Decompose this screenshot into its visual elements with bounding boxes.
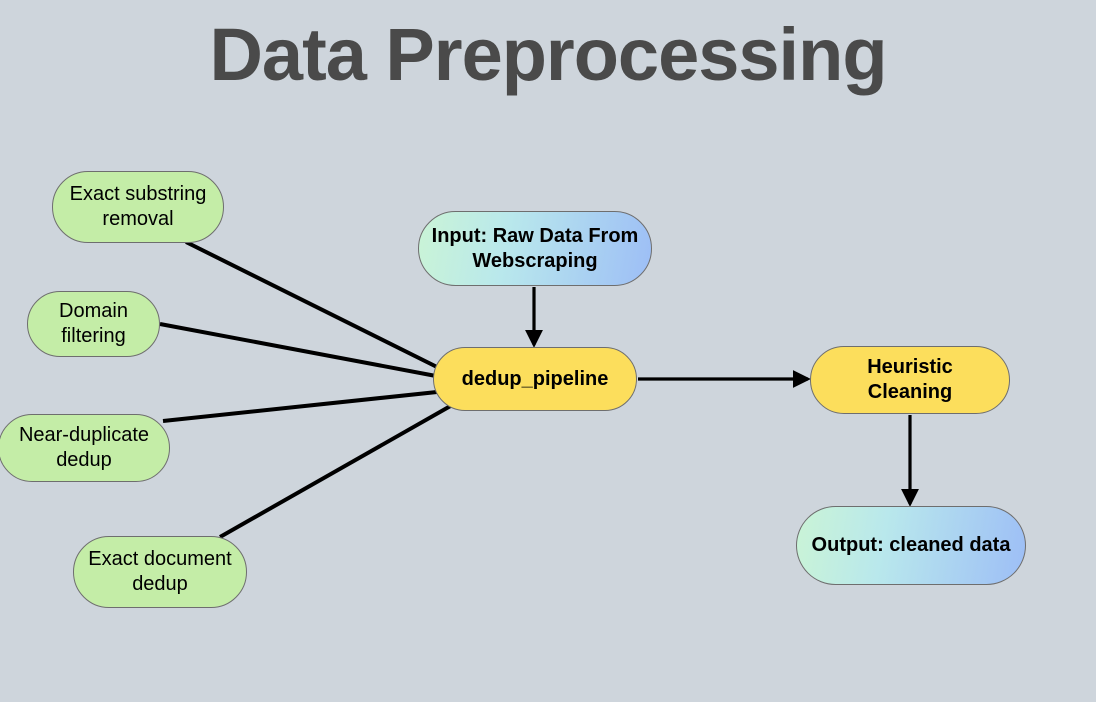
node-label-dedup_pipeline: dedup_pipeline [461,367,609,390]
node-input_raw_data[interactable]: Input: Raw Data From Webscraping [418,211,652,286]
node-label-domain_filtering: Domain filtering [59,300,128,347]
node-label-input_raw_data: Input: Raw Data From Webscraping [431,224,639,272]
node-domain_filtering[interactable]: Domain filtering [27,291,160,357]
node-exact_substring_removal[interactable]: Exact substring removal [52,171,224,243]
node-output_cleaned_data[interactable]: Output: cleaned data [796,506,1026,585]
node-heuristic_cleaning[interactable]: Heuristic Cleaning [810,346,1010,414]
node-label-heuristic_cleaning: Heuristic Cleaning [867,356,953,403]
edge-exact_document_dedup-to-dedup_pipeline [219,402,455,539]
edge-near_duplicate_dedup-to-dedup_pipeline [162,390,438,423]
node-near_duplicate_dedup[interactable]: Near-duplicate dedup [0,414,170,482]
node-dedup_pipeline[interactable]: dedup_pipeline [433,347,637,411]
edge-exact_substring_removal-to-dedup_pipeline [185,240,442,371]
node-exact_document_dedup[interactable]: Exact document dedup [73,536,247,608]
node-label-near_duplicate_dedup: Near-duplicate dedup [18,424,150,471]
page-title: Data Preprocessing [209,13,887,96]
node-label-exact_document_dedup: Exact document dedup [88,548,232,595]
node-label-exact_substring_removal: Exact substring removal [69,183,207,230]
node-label-output_cleaned_data: Output: cleaned data [811,534,1011,556]
edge-domain_filtering-to-dedup_pipeline [159,322,437,378]
